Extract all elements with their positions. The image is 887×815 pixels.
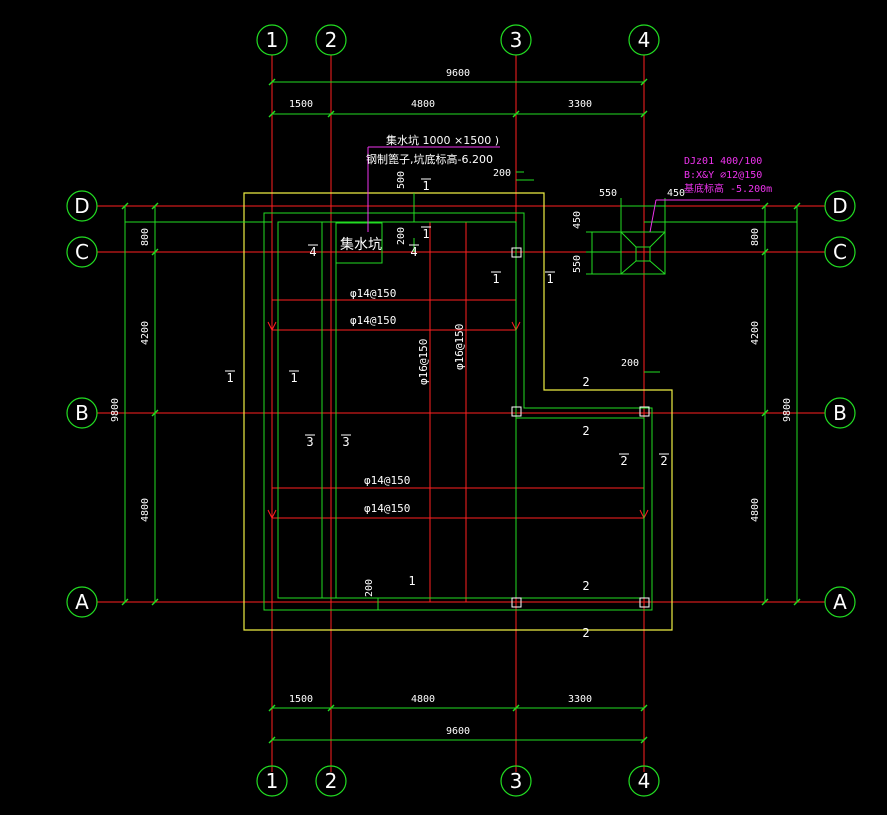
dimension-ticks [121, 78, 801, 744]
dim-footing-height-bottom: 550 [572, 255, 583, 273]
axis-label-C-left: C [75, 240, 89, 264]
axis-label-4-top: 4 [638, 28, 651, 52]
axis-label-B-left: B [75, 401, 89, 425]
section-2-d: 2 [660, 454, 667, 468]
pit-leader [367, 146, 500, 232]
axis-label-1-top: 1 [266, 28, 279, 52]
axis-grid [97, 55, 825, 772]
axis-label-D-left: D [74, 194, 89, 218]
section-1-right-a: 1 [492, 272, 499, 286]
dim-bottom-seg-1: 1500 [289, 694, 313, 705]
pit-title: 集水坑 1000 ×1500 ) [386, 133, 499, 147]
axis-label-A-right: A [833, 590, 847, 614]
axis-label-3-top: 3 [510, 28, 523, 52]
pit-note: 钢制篦子,坑底标高-6.200 [366, 152, 493, 166]
axis-bubbles-top [256, 24, 660, 56]
rebar-label-v2: φ16@150 [453, 324, 466, 370]
dim-pit-offset: 200 [396, 227, 407, 245]
dim-right-total: 9800 [782, 398, 793, 422]
dim-top-seg-1: 1500 [289, 99, 313, 110]
axis-label-C-right: C [833, 240, 847, 264]
dim-bottom-seg-2: 4800 [411, 694, 435, 705]
dim-footing-width: 550 [599, 188, 617, 199]
section-1-bottom-a: 1 [408, 574, 415, 588]
section-2-b: 2 [582, 424, 589, 438]
rebar-label-h1: φ14@150 [350, 287, 396, 300]
section-2-f: 2 [582, 626, 589, 640]
dim-left-seg-1: 800 [140, 228, 151, 246]
axis-label-1-bottom: 1 [266, 769, 279, 793]
footing-rebar: B:X&Y ⌀12@150 [684, 170, 762, 181]
section-2-e: 2 [582, 579, 589, 593]
axis-label-4-bottom: 4 [638, 769, 651, 793]
dim-left-seg-3: 4800 [140, 498, 151, 522]
dim-wall-offset-mid: 200 [621, 358, 639, 369]
rebar-label-h3: φ14@150 [364, 474, 410, 487]
axis-label-A-left: A [75, 590, 89, 614]
dim-left-seg-2: 4200 [140, 321, 151, 345]
wall-outlines [263, 212, 666, 611]
slab-outline [243, 192, 673, 631]
dim-right-seg-3: 4800 [750, 498, 761, 522]
section-3-b: 3 [342, 435, 349, 449]
section-1-pitwall: 1 [422, 227, 429, 241]
dim-wall-offset-top: 200 [493, 168, 511, 179]
section-1-right-b: 1 [546, 272, 553, 286]
rebar-label-h4: φ14@150 [364, 502, 410, 515]
dimension-lines [124, 81, 798, 741]
dim-pit-depth: 500 [396, 171, 407, 189]
section-1-topwall: 1 [422, 179, 429, 193]
dim-top-seg-2: 4800 [411, 99, 435, 110]
dim-top-seg-3: 3300 [568, 99, 592, 110]
rebar-label-h2: φ14@150 [350, 314, 396, 327]
dim-bottom-seg-3: 3300 [568, 694, 592, 705]
footing-id: DJz01 400/100 [684, 156, 762, 167]
axis-bubbles-right [824, 190, 856, 618]
dim-right-seg-2: 4200 [750, 321, 761, 345]
column-markers [511, 247, 650, 608]
section-1-left-b: 1 [290, 371, 297, 385]
section-4-a: 4 [309, 245, 316, 259]
axis-label-2-bottom: 2 [325, 769, 338, 793]
axis-bubbles-left [66, 190, 98, 618]
footing-elevation: 基底标高 -5.200m [684, 182, 772, 195]
section-1-left-a: 1 [226, 371, 233, 385]
axis-label-D-right: D [832, 194, 847, 218]
dim-top-total: 9600 [446, 68, 470, 79]
section-2-a: 2 [582, 375, 589, 389]
dim-footing-sub: 450 [667, 188, 685, 199]
dim-bottom-total: 9600 [446, 726, 470, 737]
dim-left-total: 9800 [110, 398, 121, 422]
section-3-a: 3 [306, 435, 313, 449]
section-4-b: 4 [410, 245, 417, 259]
axis-label-2-top: 2 [325, 28, 338, 52]
rebar-label-v1: φ16@150 [417, 339, 430, 385]
axis-label-B-right: B [833, 401, 847, 425]
dim-right-seg-1: 800 [750, 228, 761, 246]
pit-label: 集水坑 [340, 236, 382, 253]
axis-label-3-bottom: 3 [510, 769, 523, 793]
dim-wall-offset-bottom: 200 [364, 579, 375, 597]
section-2-c: 2 [620, 454, 627, 468]
axis-bubbles-bottom [256, 765, 660, 797]
dim-footing-height-top: 450 [572, 211, 583, 229]
